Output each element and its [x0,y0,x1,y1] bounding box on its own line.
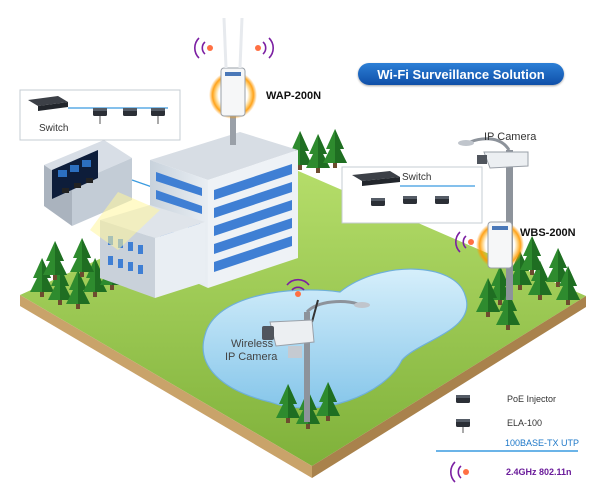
camera-wifi-waves [286,278,310,291]
side-building [90,192,205,298]
wifi-legend-icon [450,461,462,483]
legend [436,395,578,483]
right-switch-label: Switch [402,172,432,183]
wbs-200n-label: WBS-200N [520,227,576,239]
control-room [44,140,132,226]
poe-injector-legend-icon [456,395,470,403]
left-switch-callout [19,89,181,141]
wap-wifi-waves [194,37,274,59]
wireless-camera-pole [262,299,370,422]
diagram-title: Wi-Fi Surveillance Solution [358,63,564,85]
wbs-200n-device [476,221,524,269]
wap-200n-label: WAP-200N [266,90,322,102]
left-switch-label: Switch [39,123,69,134]
ip-camera-label: IP Camera [484,131,537,143]
legend-wifi: 2.4GHz 802.11n [506,467,572,477]
pond [202,268,468,409]
wbs-wifi-waves [455,231,467,253]
legend-ela: ELA-100 [507,418,543,428]
wireless-camera-label-line2: IP Camera [225,351,278,363]
wap-200n-device [209,17,257,145]
right-switch-callout [341,166,483,224]
legend-poe-injector: PoE Injector [507,394,557,404]
ela-legend-icon [456,419,470,433]
legend-utp: 100BASE-TX UTP [505,438,580,448]
wireless-camera-label-line1: Wireless [231,338,274,350]
